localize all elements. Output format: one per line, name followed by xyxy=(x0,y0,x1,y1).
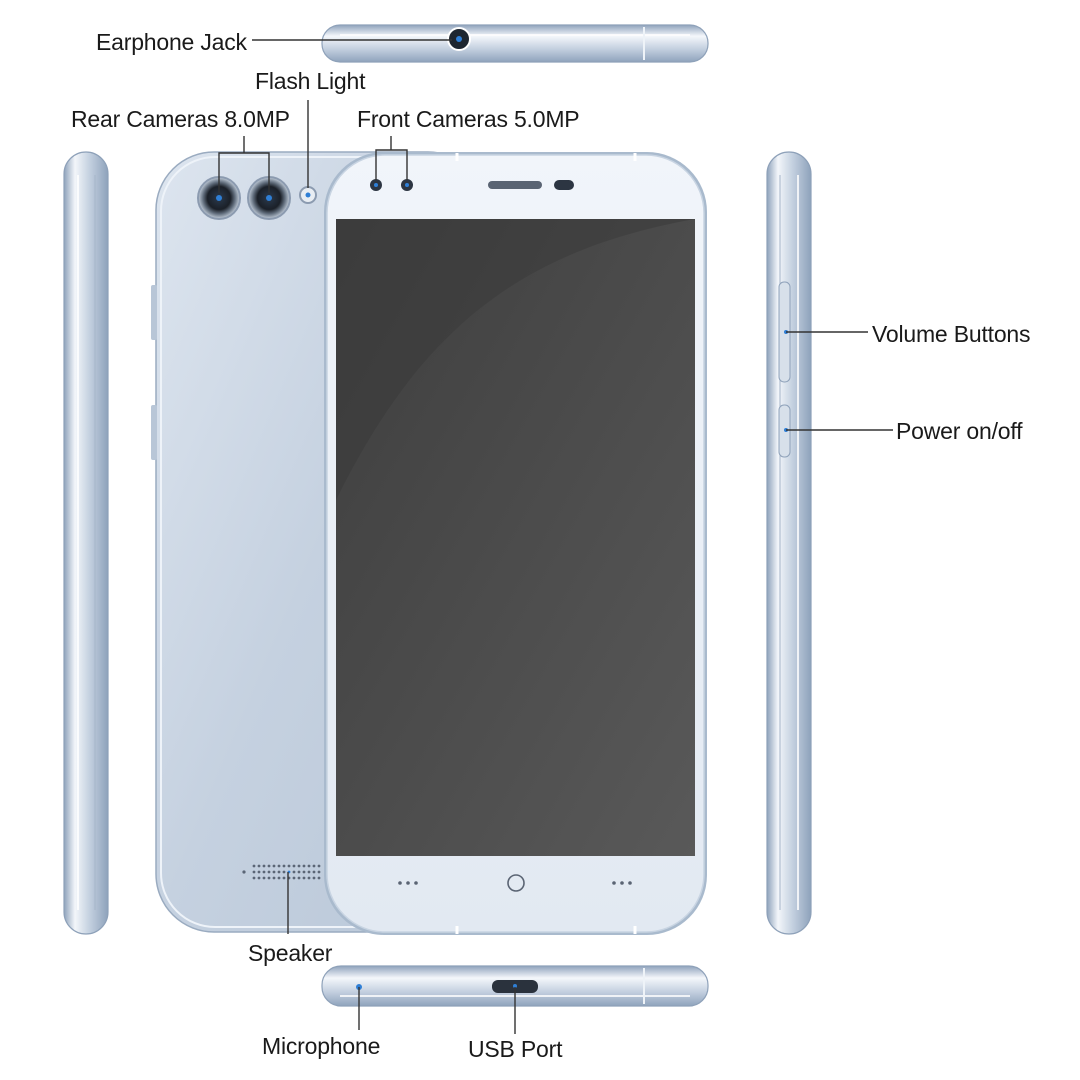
callout-lines xyxy=(218,39,893,1034)
speaker-grille-dot xyxy=(252,876,256,880)
label-front-cameras: Front Cameras 5.0MP xyxy=(357,106,580,132)
speaker-grille-dot xyxy=(292,864,296,868)
speaker-grille-icon xyxy=(242,870,246,874)
speaker-grille-dot xyxy=(297,864,301,868)
speaker-grille-dot xyxy=(302,870,306,874)
home-button-icon xyxy=(507,874,525,892)
menu-key-icon xyxy=(398,881,418,885)
speaker-grille-dot xyxy=(302,876,306,880)
label-rear-cameras: Rear Cameras 8.0MP xyxy=(71,106,290,132)
proximity-sensor-icon xyxy=(554,180,574,190)
speaker-grille-dot xyxy=(307,864,311,868)
speaker-grille-dot xyxy=(262,876,266,880)
speaker-grille-dot xyxy=(277,864,281,868)
speaker-grille-dot xyxy=(317,876,321,880)
speaker-grille-dot xyxy=(307,876,311,880)
speaker-grille-dot xyxy=(307,870,311,874)
speaker-grille-dot xyxy=(312,870,316,874)
speaker-grille-dot xyxy=(277,876,281,880)
phone-left-side xyxy=(63,151,109,935)
speaker-grille-dot xyxy=(252,864,256,868)
speaker-grille-dot xyxy=(252,870,256,874)
speaker-grille-dot xyxy=(302,864,306,868)
phone-front xyxy=(324,152,707,935)
speaker-grille-dot xyxy=(292,876,296,880)
speaker-grille-dot xyxy=(282,876,286,880)
phone-top-edge xyxy=(321,24,709,63)
speaker-grille-dot xyxy=(312,876,316,880)
label-usb-port: USB Port xyxy=(468,1036,563,1062)
earpiece-icon xyxy=(488,181,542,189)
phone-right-side xyxy=(766,151,812,935)
label-flash-light: Flash Light xyxy=(255,68,366,94)
speaker-grille-dot xyxy=(272,876,276,880)
back-key-icon xyxy=(612,881,632,885)
speaker-grille-dot xyxy=(282,864,286,868)
label-speaker: Speaker xyxy=(248,940,333,966)
speaker-grille-dot xyxy=(287,864,291,868)
speaker-grille-dot xyxy=(277,870,281,874)
speaker-grille-dot xyxy=(257,876,261,880)
speaker-grille-dot xyxy=(262,864,266,868)
label-volume-buttons: Volume Buttons xyxy=(872,321,1031,347)
speaker-grille-dot xyxy=(262,870,266,874)
speaker-grille-dot xyxy=(317,864,321,868)
speaker-grille-dot xyxy=(267,864,271,868)
label-earphone-jack: Earphone Jack xyxy=(96,29,247,55)
speaker-grille-dot xyxy=(267,876,271,880)
speaker-grille-dot xyxy=(267,870,271,874)
speaker-grille-dot xyxy=(292,870,296,874)
speaker-grille-dot xyxy=(257,864,261,868)
speaker-grille-dot xyxy=(312,864,316,868)
label-power-onoff: Power on/off xyxy=(896,418,1023,444)
speaker-grille-dot xyxy=(297,870,301,874)
speaker-grille-dot xyxy=(257,870,261,874)
speaker-grille-dot xyxy=(297,876,301,880)
speaker-grille-dot xyxy=(272,870,276,874)
speaker-grille-dot xyxy=(317,870,321,874)
speaker-grille-dot xyxy=(282,870,286,874)
speaker-grille-dot xyxy=(272,864,276,868)
label-microphone: Microphone xyxy=(262,1033,381,1059)
